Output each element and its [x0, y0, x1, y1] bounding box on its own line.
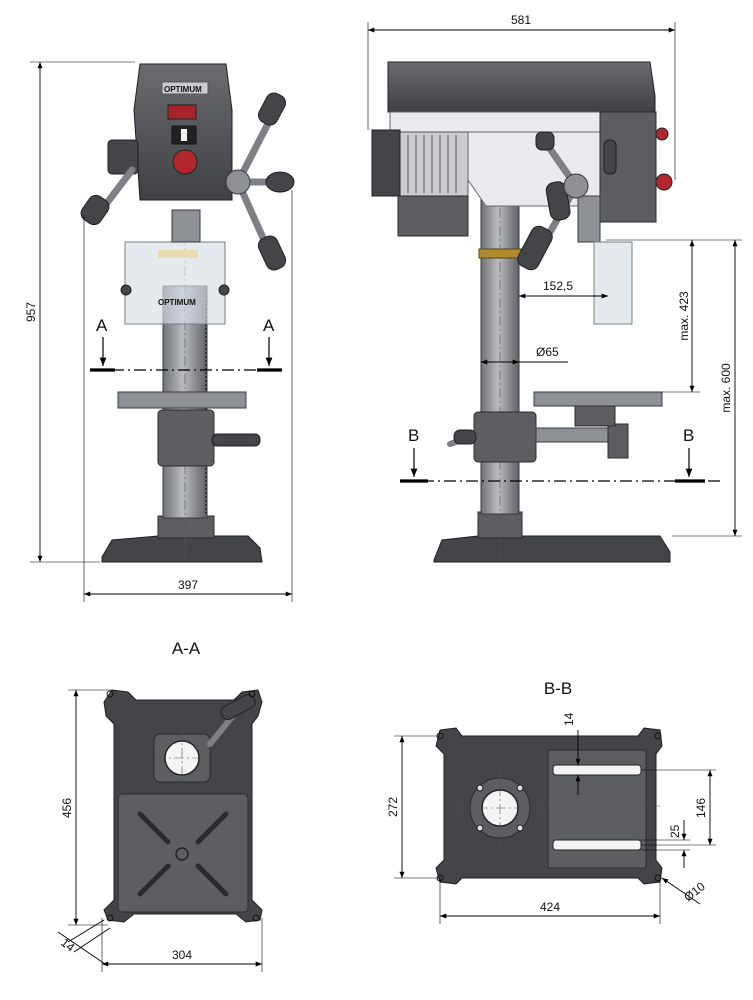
section-a-title: A-A [172, 639, 201, 658]
side-quill [577, 195, 601, 243]
section-a-view: A-A 456 304 14 [57, 639, 263, 972]
section-b-slot-spacing-label: 146 [694, 798, 708, 818]
side-height-collar [478, 248, 522, 259]
front-table-crank [211, 433, 261, 447]
speed-display [167, 104, 197, 120]
front-column-flange [157, 515, 215, 539]
side-motor-mount [397, 195, 469, 237]
section-b-view: B-B 272 424 14 146 [386, 679, 716, 924]
section-marker-b-right: B [683, 426, 694, 445]
side-stroke-label: max. 423 [677, 291, 691, 341]
section-a-depth-label: 456 [60, 798, 74, 818]
front-width-label: 397 [178, 578, 198, 592]
side-motor-fan [371, 129, 401, 197]
section-b-depth-label: 272 [386, 797, 400, 817]
side-head-cover [387, 61, 656, 113]
side-feed-handles [517, 131, 617, 271]
section-b-slot-width-label: 14 [562, 712, 576, 726]
section-a-width-label: 304 [172, 948, 192, 962]
side-chuck-guard [593, 241, 633, 325]
section-b-slot-offset-label: 25 [668, 824, 682, 838]
front-feed-handles [80, 92, 295, 271]
front-spindle [171, 209, 201, 243]
section-b-hole-label: Ø10 [681, 879, 708, 904]
section-a-table-pad [117, 793, 249, 913]
side-base [433, 535, 671, 563]
side-table-bracket [473, 411, 537, 463]
side-table [533, 391, 663, 407]
side-height-label: max. 600 [719, 363, 733, 413]
section-b-slot-bottom [552, 839, 642, 851]
head-logo: OPTIMUM [164, 85, 202, 94]
guard-logo: OPTIMUM [158, 298, 196, 307]
side-table-arm [535, 427, 621, 443]
front-height-label: 957 [24, 302, 38, 322]
front-table-bracket [157, 409, 215, 467]
front-view: A A OPTIMUM OPTIMUM [24, 61, 295, 602]
side-view: B B [367, 13, 742, 563]
front-motor-left [107, 139, 139, 175]
side-quill-label: 152,5 [543, 279, 573, 293]
front-logo-plate [161, 81, 209, 95]
section-marker-a-left: A [96, 316, 108, 335]
section-b-width-label: 424 [540, 900, 560, 914]
front-table [117, 391, 247, 409]
side-table-tilt [574, 405, 616, 427]
emergency-stop [172, 149, 198, 175]
side-column-label: Ø65 [536, 345, 559, 359]
section-b-title: B-B [544, 679, 572, 698]
section-marker-b-left: B [408, 426, 419, 445]
front-base [101, 535, 263, 563]
side-width-label: 581 [511, 13, 531, 27]
section-marker-a-right: A [263, 316, 275, 335]
section-b-slot-top [552, 764, 642, 776]
side-table-clamp [607, 423, 629, 459]
